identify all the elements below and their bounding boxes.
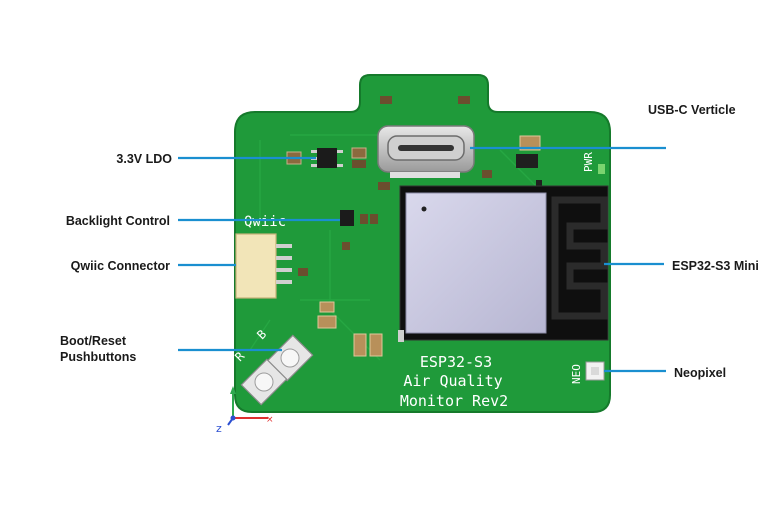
smd-component bbox=[458, 96, 470, 104]
usbc-pads bbox=[390, 172, 460, 178]
neo-label: NEO bbox=[570, 364, 583, 384]
qwiic-pin bbox=[276, 268, 292, 272]
callout-boot-line2: Pushbuttons bbox=[60, 350, 137, 364]
silkscreen-line3: Monitor Rev2 bbox=[400, 392, 508, 410]
smd-component bbox=[360, 214, 368, 224]
callout-neopixel-label: Neopixel bbox=[674, 366, 727, 380]
smd-component bbox=[342, 242, 350, 250]
ldo-capacitor bbox=[351, 147, 367, 159]
smd-component bbox=[519, 135, 541, 151]
smd-component bbox=[482, 170, 492, 178]
smd-component bbox=[369, 333, 383, 357]
qwiic-label: Qwiic bbox=[244, 214, 286, 230]
callout-lines bbox=[178, 146, 666, 373]
pwr-led bbox=[598, 164, 605, 174]
qwiic-pin bbox=[276, 280, 292, 284]
qwiic-connector bbox=[235, 233, 277, 299]
reset-button bbox=[240, 358, 288, 406]
esp32-shield bbox=[405, 192, 547, 334]
smd-component bbox=[380, 96, 392, 104]
smd-component bbox=[378, 182, 390, 190]
usbc-tongue bbox=[398, 145, 454, 151]
smd-pin bbox=[311, 150, 317, 153]
boot-button bbox=[266, 334, 314, 382]
callout-esp32-label: ESP32-S3 Mini bbox=[672, 259, 759, 273]
axis-triad: × z bbox=[216, 386, 274, 435]
callout-backlight-label: Backlight Control bbox=[65, 214, 170, 228]
smd-pin bbox=[337, 150, 343, 153]
qwiic-pin bbox=[276, 256, 292, 260]
smd-component bbox=[516, 154, 538, 168]
smd-component bbox=[317, 315, 337, 329]
ldo-chip bbox=[317, 148, 337, 168]
axis-z-label: z bbox=[216, 422, 222, 435]
smd-component bbox=[319, 301, 335, 313]
smd-pin bbox=[337, 164, 343, 167]
callout-qwiic-label: Qwiic Connector bbox=[70, 259, 170, 273]
smd-component bbox=[298, 268, 308, 276]
pwr-label: PWR bbox=[582, 152, 595, 172]
silkscreen-line2: Air Quality bbox=[403, 372, 502, 390]
callout-ldo-label: 3.3V LDO bbox=[116, 152, 172, 166]
smd-component bbox=[370, 214, 378, 224]
backlight-transistor bbox=[340, 210, 354, 226]
neopixel-die bbox=[591, 367, 599, 375]
pin1-dot bbox=[421, 206, 427, 212]
antenna-trace bbox=[551, 196, 608, 320]
smd-component bbox=[353, 333, 367, 357]
callout-boot-line1: Boot/Reset bbox=[60, 334, 126, 348]
svg-text:×: × bbox=[266, 415, 274, 425]
silkscreen-line1: ESP32-S3 bbox=[420, 353, 492, 371]
callout-usbc-label: USB-C Verticle bbox=[648, 103, 736, 117]
smd-component bbox=[398, 330, 404, 342]
smd-component bbox=[352, 160, 366, 168]
smd-pin bbox=[311, 164, 317, 167]
smd-component bbox=[536, 180, 542, 186]
qwiic-pin bbox=[276, 244, 292, 248]
callout-boot-label: Boot/Reset Pushbuttons bbox=[60, 333, 170, 365]
